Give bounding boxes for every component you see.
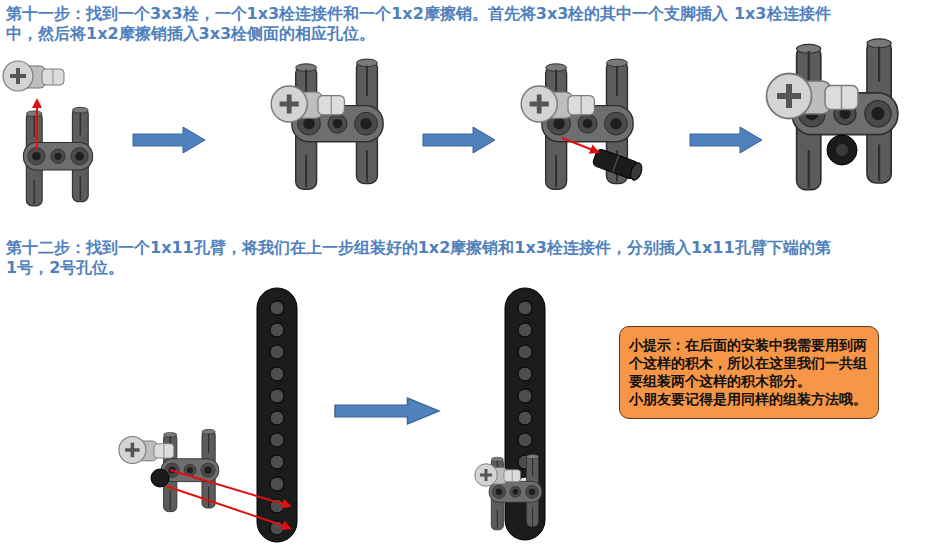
step-instruction: 第十一步：找到一个3x3栓，一个1x3栓连接件和一个1x2摩擦销。首先将3x3栓… [6,4,856,44]
pin-3x3 [161,429,219,511]
step-arrow [423,127,495,153]
friction-pin-1x2 [827,135,857,165]
tip-box: 小提示：在后面的安装中我需要用到两个这样的积木，所以在这里我们一共组要组装两个这… [619,326,879,419]
pin-hole [836,144,848,156]
pin-connector-1x3 [475,464,521,487]
pin-3x3 [23,107,92,206]
insert-arrow [36,100,38,150]
step-arrow [690,127,762,153]
pin-connector-1x3 [767,74,859,119]
insert-arrow [562,138,598,152]
beam-1x11 [257,288,297,542]
pin-connector-1x3 [3,61,64,91]
step-instruction: 第十二步：找到一个1x11孔臂，将我们在上一步组装好的1x2摩擦销和1x3栓连接… [6,238,836,278]
tip-text: 小提示：在后面的安装中我需要用到两个这样的积木，所以在这里我们一共组要组装两个这… [629,336,869,390]
tip-text: 小朋友要记得是用同样的组装方法哦。 [629,390,869,408]
friction-pin-1x2 [592,148,644,182]
step-arrow [133,127,205,153]
step-arrow [335,398,439,424]
insert-arrow [166,486,290,528]
pin-connector-1x3 [271,86,344,122]
insert-arrow [170,470,290,506]
friction-pin-1x2 [151,469,169,487]
pin-3x3 [292,59,383,189]
pin-connector-1x3 [521,86,594,122]
pin-3x3 [489,454,542,529]
pin-connector-1x3 [119,437,174,464]
